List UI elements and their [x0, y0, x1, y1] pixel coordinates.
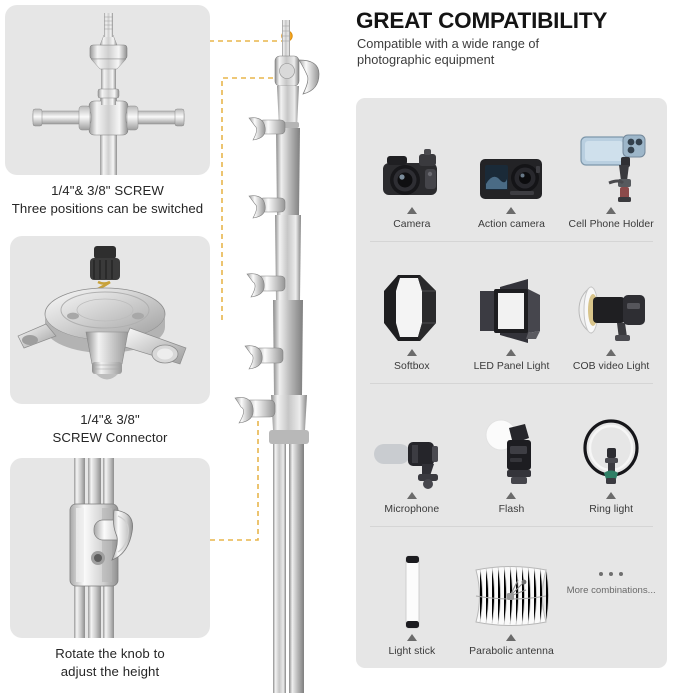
flash-icon	[463, 404, 559, 490]
callout-knob-adjust: Rotate the knob to adjust the height	[10, 458, 210, 680]
compat-label: Parabolic antenna	[469, 646, 554, 657]
softbox-icon	[364, 261, 460, 347]
compat-label: Softbox	[394, 361, 430, 372]
compat-item-parabolic-antenna: Parabolic antenna	[463, 526, 559, 665]
compatibility-section: GREAT COMPATIBILITY Compatible with a wi…	[345, 0, 679, 693]
pointer-triangle	[606, 491, 617, 499]
compat-label: Ring light	[589, 503, 634, 515]
compat-row-2: Softbox	[356, 240, 667, 384]
pointer-triangle	[506, 634, 517, 641]
compat-item-phone-holder: Cell Phone Holder	[563, 98, 659, 237]
compat-label: Flash	[498, 503, 525, 515]
pointer-triangle	[406, 634, 417, 641]
page-subtitle-line2: photographic equipment	[357, 52, 495, 68]
more-combinations-label: More combinations...	[566, 584, 656, 596]
led-panel-icon	[463, 261, 559, 347]
compat-item-action-camera: Action camera	[463, 98, 559, 237]
compat-item-flash: Flash	[463, 383, 559, 522]
callout-screw-connector: 1/4"& 3/8" SCREW Connector	[10, 236, 210, 446]
stand-knobs	[234, 117, 286, 424]
callout-1-caption-line2: Three positions can be switched	[11, 200, 204, 216]
compat-label: Cell Phone Holder	[568, 218, 654, 230]
compat-row-3: Microphone	[356, 383, 667, 526]
compat-item-cob-light: COB video Light	[563, 241, 659, 380]
callout-screw-positions: 1/4"& 3/8" SCREW Three positions can be …	[5, 5, 210, 217]
ellipsis-dots-icon	[599, 571, 624, 576]
callouts-column: 1/4"& 3/8" SCREW Three positions can be …	[5, 5, 210, 680]
locking-knob-illustration	[10, 458, 210, 638]
compat-row-4: Light stick	[356, 525, 667, 669]
callout-2-caption: 1/4"& 3/8" SCREW Connector	[10, 411, 210, 446]
parabolic-antenna-icon	[463, 546, 559, 632]
pointer-triangle	[406, 349, 417, 356]
callout-2-caption-line1: 1/4"& 3/8"	[80, 412, 140, 427]
compat-label: Microphone	[384, 503, 440, 515]
callout-3-caption: Rotate the knob to adjust the height	[10, 645, 210, 680]
compat-item-led-panel: LED Panel Light	[463, 241, 559, 380]
pointer-triangle	[406, 491, 417, 499]
compat-label: Camera	[393, 218, 431, 230]
compat-item-microphone: Microphone	[364, 383, 460, 522]
compat-label: Light stick	[388, 646, 436, 657]
light-stand-product-image	[215, 0, 345, 693]
action-camera-icon	[463, 119, 559, 205]
tri-screw-spigot-illustration	[5, 5, 210, 175]
compat-item-ring-light: Ring light	[563, 383, 659, 522]
compat-label: LED Panel Light	[473, 361, 550, 372]
callout-2-image-card	[10, 236, 210, 404]
more-combinations: More combinations...	[563, 526, 659, 665]
callout-1-image-card	[5, 5, 210, 175]
microphone-icon	[364, 404, 460, 490]
callout-3-caption-line1: Rotate the knob to	[55, 646, 165, 661]
compat-item-light-stick: Light stick	[364, 526, 460, 665]
pointer-triangle	[606, 206, 617, 214]
compat-label: COB video Light	[572, 361, 650, 372]
phone-holder-icon	[563, 119, 659, 205]
pointer-triangle	[506, 491, 517, 499]
pointer-triangle	[606, 349, 617, 356]
compat-item-softbox: Softbox	[364, 241, 460, 380]
callout-3-caption-line2: adjust the height	[60, 663, 160, 679]
light-stick-icon	[364, 546, 460, 632]
page-subtitle: Compatible with a wide range of photogra…	[357, 36, 607, 69]
pointer-triangle	[506, 349, 517, 356]
pointer-triangle	[406, 206, 417, 214]
page-subtitle-line1: Compatible with a wide range of	[357, 36, 540, 51]
compat-label: Action camera	[477, 218, 546, 230]
callout-1-caption: 1/4"& 3/8" SCREW Three positions can be …	[5, 182, 210, 217]
callout-1-caption-line1: 1/4"& 3/8" SCREW	[51, 183, 164, 198]
compatibility-panel: Camera	[356, 98, 667, 668]
compat-row-1: Camera	[356, 98, 667, 241]
callout-3-image-card	[10, 458, 210, 638]
compat-item-camera: Camera	[364, 98, 460, 237]
callout-2-caption-line2: SCREW Connector	[52, 429, 168, 445]
pointer-triangle	[506, 206, 517, 214]
dslr-camera-icon	[364, 119, 460, 205]
page-title: GREAT COMPATIBILITY	[356, 8, 608, 33]
ring-light-icon	[563, 404, 659, 490]
cob-light-icon	[563, 261, 659, 347]
screw-connector-disc-illustration	[10, 236, 210, 404]
